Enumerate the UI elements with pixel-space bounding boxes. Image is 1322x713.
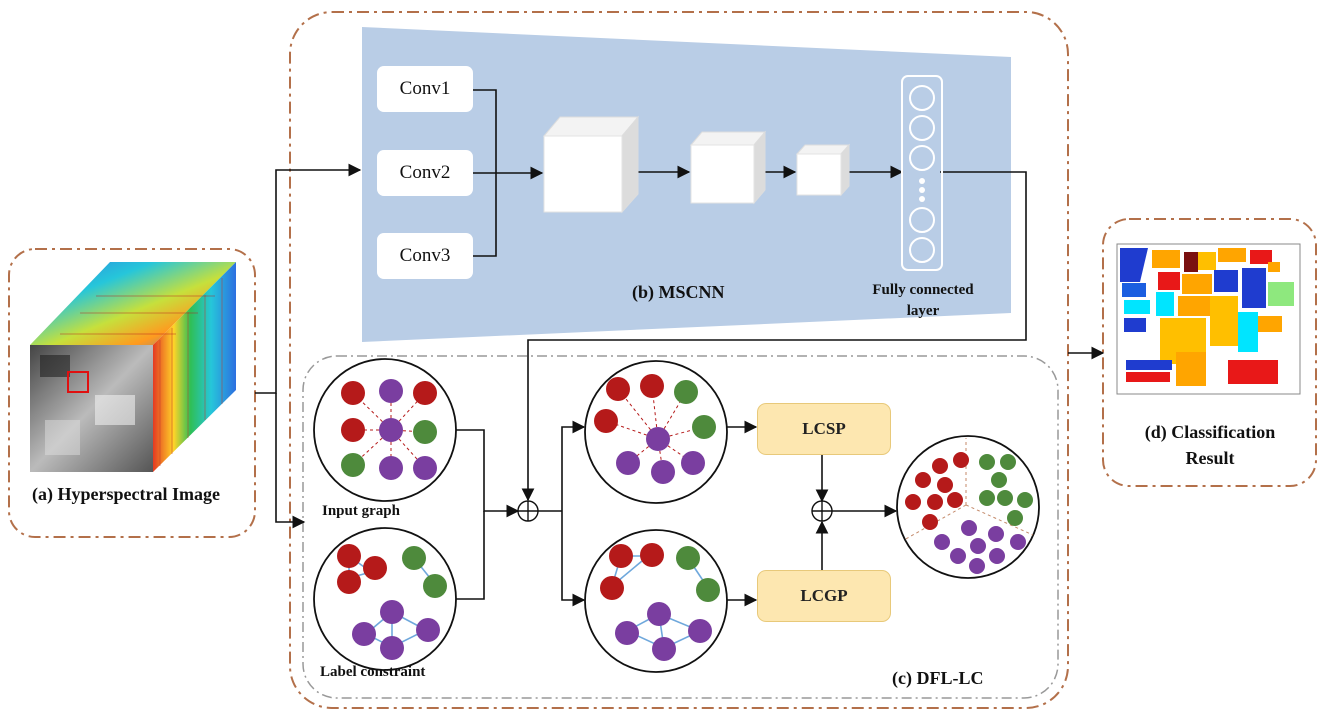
hyperspectral-image-label: (a) Hyperspectral Image: [32, 484, 220, 504]
semantic-graph-nodes: [594, 374, 716, 484]
feature-cube-2: [689, 130, 767, 205]
classification-map: [1116, 243, 1301, 395]
constraint-graph-nodes: [600, 543, 720, 661]
output-clusters: [903, 438, 1034, 574]
dfl-lc-arrows: [456, 346, 1105, 607]
conv1-block: Conv1: [377, 66, 473, 112]
input-graph-label: Input graph: [322, 503, 400, 519]
sum-nodes: [517, 500, 833, 522]
label-constraint-label: Label constraint: [320, 664, 426, 680]
result-frame: [1102, 218, 1317, 487]
lcgp-module: LCGP: [757, 570, 891, 622]
conv3-block: Conv3: [377, 233, 473, 279]
outer-frame: [289, 11, 1069, 709]
fully-connected-label: Fully connected layer: [872, 282, 974, 319]
mscnn-background: [362, 27, 1011, 342]
mscnn-label: (b) MSCNN: [632, 282, 725, 302]
fully-connected-column: [901, 75, 943, 271]
lcsp-module: LCSP: [757, 403, 891, 455]
label-constraint-nodes: [337, 544, 447, 660]
conv2-block: Conv2: [377, 150, 473, 196]
conv-connectors: [473, 89, 1027, 502]
hyperspectral-cube: [30, 262, 236, 472]
feature-cube-1: [542, 115, 640, 214]
input-arrows: [255, 163, 362, 529]
dfl-lc-label: (c) DFL-LC: [892, 668, 984, 688]
feature-cube-3: [795, 143, 851, 197]
classification-result-label: (d) Classification Result: [1144, 422, 1276, 468]
input-graph-nodes: [341, 379, 437, 480]
